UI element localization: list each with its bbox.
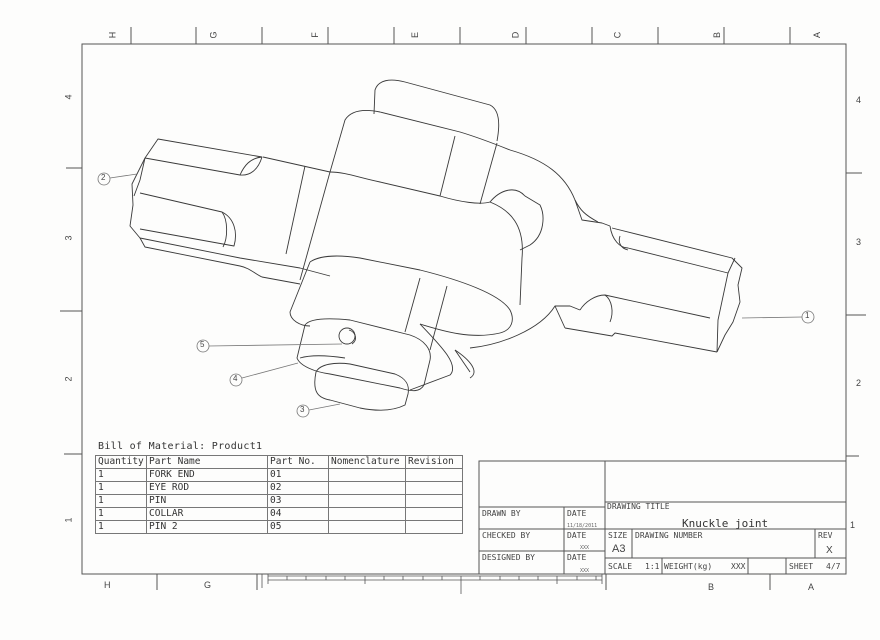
zone-label-right: 4: [856, 95, 862, 105]
zone-label-bottom: G: [204, 580, 212, 590]
bom-qty: 1: [95, 494, 147, 508]
zone-label-top: E: [410, 31, 421, 39]
rev-value: X: [826, 545, 833, 556]
zone-label-right: 2: [856, 378, 862, 388]
bom-header-nomenclature: Nomenclature: [328, 455, 406, 469]
bom-header-revision: Revision: [405, 455, 463, 469]
sheet-frame: [60, 27, 866, 590]
checked-date-value: XXX: [580, 545, 590, 551]
title-block-frame: [478, 460, 847, 575]
zone-label-left: 3: [63, 235, 74, 241]
bom-qty: 1: [95, 520, 147, 534]
scale-value: 1:1: [645, 562, 660, 571]
balloon-1: [741, 310, 815, 324]
bom-header-quantity: Quantity: [95, 455, 147, 469]
scale-label: SCALE: [608, 562, 633, 571]
balloon-number-3: 3: [300, 405, 305, 414]
designed-date-value: XXX: [580, 568, 590, 574]
balloon-number-1: 1: [805, 311, 810, 320]
zone-label-right: 3: [856, 237, 862, 247]
balloon-2: [97, 172, 138, 186]
bom-title: Bill of Material: Product1: [98, 441, 263, 452]
zone-label-top: A: [812, 31, 823, 39]
zone-label-right: 1: [850, 520, 856, 530]
checked-date-label: DATE: [567, 531, 587, 540]
zone-label-top: D: [510, 31, 521, 39]
weight-label: WEIGHT(kg): [664, 562, 713, 571]
bom-part-no: 01: [267, 468, 329, 482]
sheet-label: SHEET: [789, 562, 814, 571]
drawing-title-label: DRAWING TITLE: [607, 502, 670, 511]
drawn-date-value: 11/18/2011: [567, 523, 598, 529]
bom-part-no: 02: [267, 481, 329, 495]
drawn-date-label: DATE: [567, 509, 587, 518]
zone-label-top: H: [107, 31, 118, 39]
zone-label-left: 4: [63, 94, 74, 100]
bom-qty: 1: [95, 481, 147, 495]
bom-revision: [405, 520, 463, 534]
bom-nomenclature: [328, 494, 406, 508]
designed-date-label: DATE: [567, 553, 587, 562]
fork-end-outline: [489, 189, 544, 251]
size-value: A3: [612, 543, 626, 555]
bom-row: 1 EYE ROD 02: [95, 481, 463, 495]
bom-part-name: PIN: [146, 494, 268, 508]
zone-label-top: G: [208, 31, 219, 39]
balloon-4: [229, 362, 299, 387]
balloon-callouts: [97, 172, 815, 418]
bom-header-row: Quantity Part Name Part No. Nomenclature…: [95, 455, 463, 469]
bom-row: 1 FORK END 01: [95, 468, 463, 482]
bom-row: 1 COLLAR 04: [95, 507, 463, 521]
zone-label-top: F: [309, 32, 320, 38]
weight-value: XXX: [731, 562, 746, 571]
balloon-3: [296, 403, 341, 418]
rev-label: REV: [818, 531, 833, 540]
bom-revision: [405, 507, 463, 521]
size-label: SIZE: [608, 531, 628, 540]
drawing-number-label: DRAWING NUMBER: [635, 531, 703, 540]
small-pin: [338, 327, 356, 345]
bom-part-name: COLLAR: [146, 507, 268, 521]
balloon-number-4: 4: [233, 374, 238, 383]
zone-label-left: 1: [63, 517, 74, 523]
balloon-number-2: 2: [101, 173, 106, 182]
bom-header-part-no: Part No.: [267, 455, 329, 469]
bom-nomenclature: [328, 481, 406, 495]
bom-row: 1 PIN 2 05: [95, 520, 463, 534]
bom-revision: [405, 468, 463, 482]
bom-part-name: FORK END: [146, 468, 268, 482]
balloon-number-5: 5: [200, 340, 205, 349]
bom-nomenclature: [328, 468, 406, 482]
drawn-by-label: DRAWN BY: [482, 509, 521, 518]
zone-label-bottom: H: [104, 580, 111, 590]
bom-part-no: 05: [267, 520, 329, 534]
bom-part-no: 04: [267, 507, 329, 521]
bom-nomenclature: [328, 520, 406, 534]
balloon-5: [196, 339, 343, 353]
bom-qty: 1: [95, 468, 147, 482]
bill-of-materials-table: Quantity Part Name Part No. Nomenclature…: [95, 455, 463, 534]
zone-label-top: B: [712, 31, 723, 39]
bom-header-part-name: Part Name: [146, 455, 268, 469]
knuckle-joint-drawing: [129, 79, 743, 411]
sheet-value: 4/7: [826, 562, 841, 571]
drawing-title-value: Knuckle joint: [682, 517, 769, 530]
zone-label-bottom: B: [708, 582, 715, 592]
bom-row: 1 PIN 03: [95, 494, 463, 508]
zone-label-bottom: A: [808, 582, 815, 592]
bom-part-name: EYE ROD: [146, 481, 268, 495]
bom-part-name: PIN 2: [146, 520, 268, 534]
checked-by-label: CHECKED BY: [482, 531, 531, 540]
zone-label-top: C: [612, 31, 623, 39]
zone-label-left: 2: [63, 376, 74, 382]
bom-revision: [405, 494, 463, 508]
bom-revision: [405, 481, 463, 495]
eye-rod-outline: [144, 138, 263, 176]
bom-qty: 1: [95, 507, 147, 521]
designed-by-label: DESIGNED BY: [482, 553, 535, 562]
bom-part-no: 03: [267, 494, 329, 508]
bom-nomenclature: [328, 507, 406, 521]
scale-bar: [261, 574, 603, 594]
